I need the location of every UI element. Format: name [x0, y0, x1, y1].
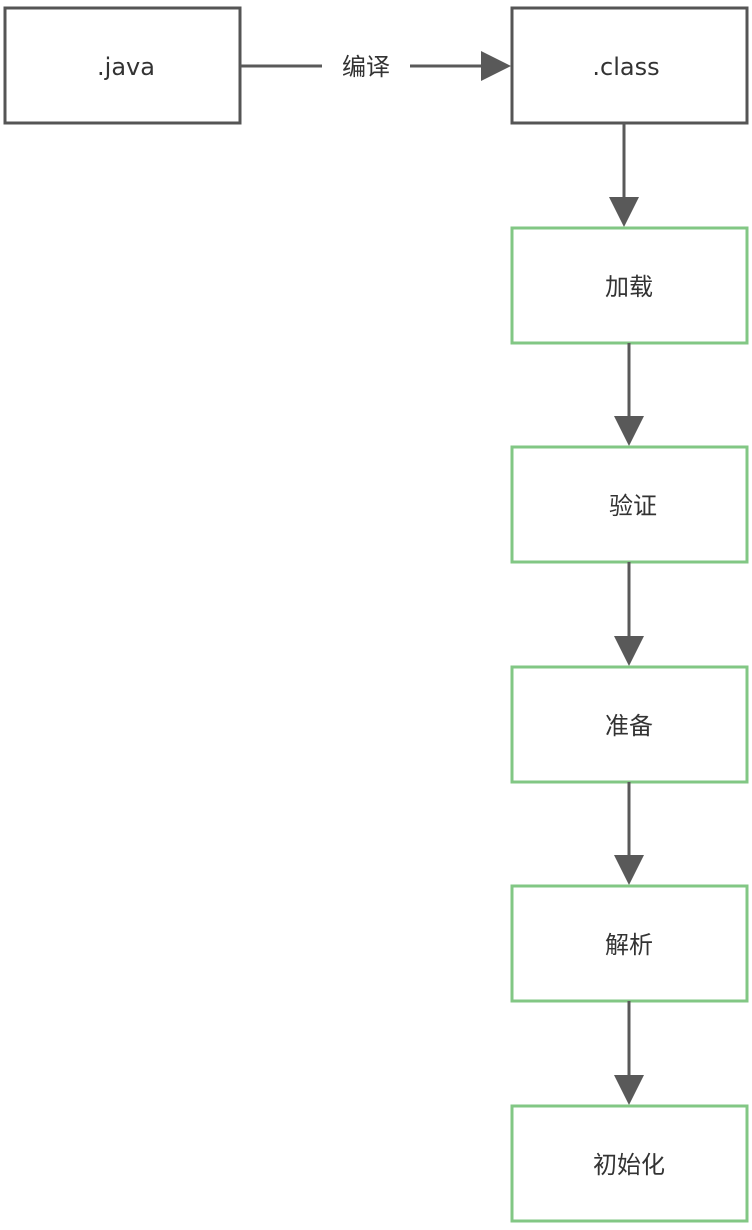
node-verify[interactable]: 验证 [510, 445, 749, 564]
node-load-label: 加载 [605, 273, 653, 301]
node-java-label: .java [97, 53, 155, 81]
node-prepare-label: 准备 [605, 712, 653, 740]
node-verify-label: 验证 [609, 492, 657, 520]
node-load[interactable]: 加载 [510, 226, 749, 345]
edge-compile-label: 编译 [342, 53, 390, 81]
node-init[interactable]: 初始化 [510, 1104, 749, 1223]
node-class-label: .class [592, 53, 659, 81]
node-java[interactable]: .java [3, 6, 242, 125]
node-class[interactable]: .class [510, 6, 749, 125]
node-resolve[interactable]: 解析 [510, 884, 749, 1003]
edge-compile: 编译 [240, 51, 511, 81]
node-resolve-label: 解析 [605, 931, 653, 959]
node-prepare[interactable]: 准备 [510, 665, 749, 784]
node-init-label: 初始化 [593, 1151, 665, 1179]
